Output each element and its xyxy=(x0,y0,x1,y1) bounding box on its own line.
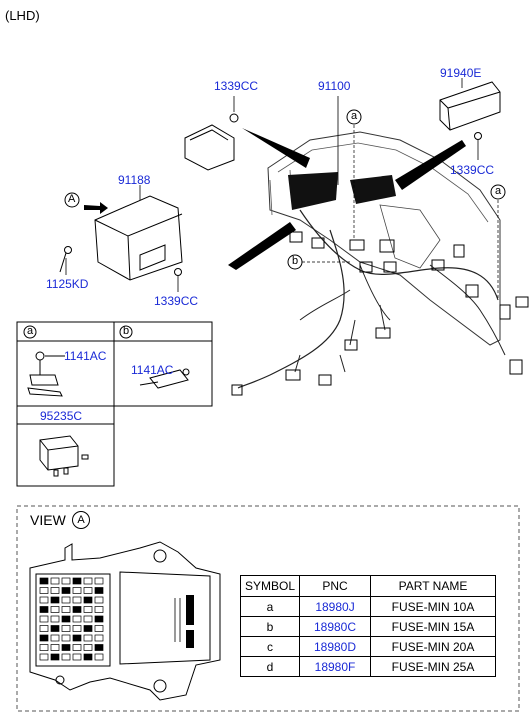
fuse-slot xyxy=(72,644,82,651)
part-number-1141ac-a[interactable]: 1141AC xyxy=(64,349,107,363)
fuse-slot xyxy=(83,615,93,623)
fuse-slot xyxy=(39,596,49,604)
part-number-1339cc-top[interactable]: 1339CC xyxy=(214,79,259,93)
row-symbol: d xyxy=(239,656,301,677)
fuse-slot xyxy=(39,644,49,651)
fuse-slot xyxy=(39,615,49,623)
fuse-slot xyxy=(61,615,71,623)
fuse-slot xyxy=(83,625,93,632)
fuse-slot xyxy=(72,596,82,604)
fuse-slot xyxy=(94,644,104,651)
fuse-slot xyxy=(94,634,104,642)
fuse-slot xyxy=(50,596,60,604)
fuse-slot xyxy=(72,625,82,632)
fuse-slot xyxy=(61,587,71,594)
fuse-slot xyxy=(50,634,60,642)
fuse-slot xyxy=(94,625,104,632)
row-part-name: FUSE-MIN 15A xyxy=(370,616,497,637)
part-number-1141ac-b[interactable]: 1141AC xyxy=(131,363,174,377)
table-row: d 18980F FUSE-MIN 25A xyxy=(239,656,497,677)
row-pnc[interactable]: 18980F xyxy=(299,656,372,677)
fuse-slot xyxy=(39,625,49,632)
part-number-91940e[interactable]: 91940E xyxy=(440,66,482,80)
table-row: b 18980C FUSE-MIN 15A xyxy=(239,616,497,637)
fuse-slot xyxy=(94,596,104,604)
fuse-slot xyxy=(39,606,49,613)
fuse-slot xyxy=(72,606,82,613)
fuse-slot xyxy=(72,577,82,585)
fuse-slot xyxy=(83,606,93,613)
fuse-slot xyxy=(50,653,60,661)
part-number-1339cc-right[interactable]: 1339CC xyxy=(450,163,495,177)
fuse-slot xyxy=(39,587,49,594)
part-number-95235c[interactable]: 95235C xyxy=(40,409,83,423)
row-symbol: c xyxy=(239,636,301,657)
fuse-slot xyxy=(83,587,93,594)
part-number-91100[interactable]: 91100 xyxy=(318,79,351,93)
row-pnc[interactable]: 18980C xyxy=(299,616,372,637)
fuse-slot xyxy=(83,634,93,642)
row-pnc[interactable]: 18980J xyxy=(299,596,372,617)
fuse-slot xyxy=(94,587,104,594)
fuse-slot xyxy=(61,634,71,642)
fuse-slot xyxy=(72,587,82,594)
ref-a-top: a xyxy=(351,110,358,122)
fuse-slot xyxy=(39,634,49,642)
fuse-slot xyxy=(94,577,104,585)
fuse-slot xyxy=(50,615,60,623)
fuse-slot xyxy=(61,577,71,585)
fuse-slot xyxy=(39,577,49,585)
row-part-name: FUSE-MIN 25A xyxy=(370,656,497,677)
fuse-slot xyxy=(94,606,104,613)
fuse-slot xyxy=(61,596,71,604)
view-a-circle: A xyxy=(72,511,90,529)
fuse-slot xyxy=(39,653,49,661)
col-symbol: SYMBOL xyxy=(239,575,301,597)
view-a-title: VIEW xyxy=(30,512,66,528)
fuse-slot xyxy=(83,596,93,604)
table-row: c 18980D FUSE-MIN 20A xyxy=(239,636,497,657)
ref-a-right: a xyxy=(495,185,502,197)
fuse-slot xyxy=(72,634,82,642)
fuse-slot xyxy=(61,644,71,651)
variant-label: (LHD) xyxy=(5,8,40,23)
fuse-slot xyxy=(50,625,60,632)
fuse-slot xyxy=(94,653,104,661)
part-number-1125kd[interactable]: 1125KD xyxy=(46,277,89,291)
fuse-slot xyxy=(72,653,82,661)
fuse-slot xyxy=(50,606,60,613)
fuse-slot xyxy=(61,653,71,661)
view-a-marker: A xyxy=(68,193,76,205)
col-pnc: PNC xyxy=(299,575,372,597)
fuse-slot xyxy=(61,625,71,632)
fuse-slot xyxy=(94,615,104,623)
fuse-slot xyxy=(50,644,60,651)
fuse-slot xyxy=(83,644,93,651)
fuse-table: SYMBOL PNC PART NAME a 18980J FUSE-MIN 1… xyxy=(239,575,497,677)
fuse-slot xyxy=(72,615,82,623)
fuse-slot xyxy=(61,606,71,613)
row-part-name: FUSE-MIN 10A xyxy=(370,596,497,617)
fuse-slot xyxy=(83,577,93,585)
detail-b-label: b xyxy=(123,325,130,337)
fuse-table-header: SYMBOL PNC PART NAME xyxy=(239,575,497,597)
part-number-1339cc-mid[interactable]: 1339CC xyxy=(154,294,199,308)
row-symbol: a xyxy=(239,596,301,617)
part-number-91188[interactable]: 91188 xyxy=(118,173,151,187)
col-part-name: PART NAME xyxy=(370,575,497,597)
fuse-slot xyxy=(50,587,60,594)
table-row: a 18980J FUSE-MIN 10A xyxy=(239,596,497,617)
row-symbol: b xyxy=(239,616,301,637)
detail-a-label: a xyxy=(27,325,34,337)
row-part-name: FUSE-MIN 20A xyxy=(370,636,497,657)
ref-b: b xyxy=(292,255,299,267)
row-pnc[interactable]: 18980D xyxy=(299,636,372,657)
fuse-slot xyxy=(50,577,60,585)
fuse-slot xyxy=(83,653,93,661)
